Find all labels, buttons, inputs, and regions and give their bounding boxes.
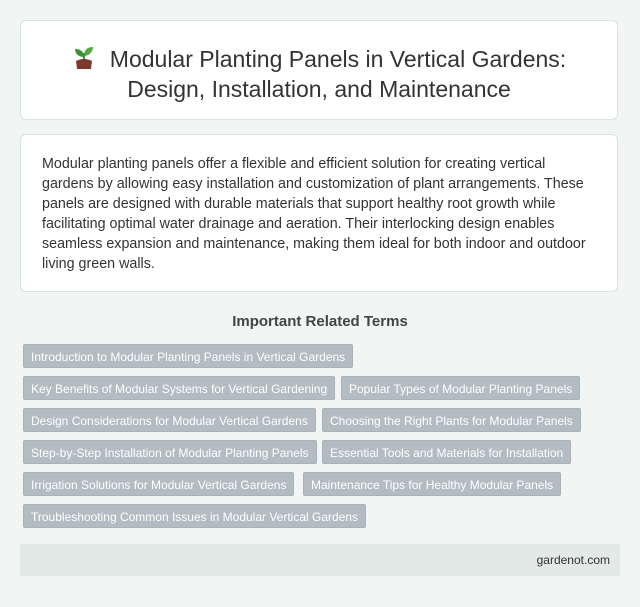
related-term-tag[interactable]: Key Benefits of Modular Systems for Vert…	[23, 376, 336, 400]
related-term-tag[interactable]: Essential Tools and Materials for Instal…	[322, 440, 572, 464]
intro-paragraph: Modular planting panels offer a flexible…	[42, 156, 586, 272]
sprout-icon	[74, 47, 93, 69]
related-term-tag[interactable]: Popular Types of Modular Planting Panels	[341, 376, 581, 400]
footer-site-link[interactable]: gardenot.com	[536, 553, 610, 567]
intro-card: Modular planting panels offer a flexible…	[20, 134, 618, 292]
related-term-tag[interactable]: Maintenance Tips for Healthy Modular Pan…	[303, 472, 562, 496]
related-terms-heading: Important Related Terms	[232, 313, 408, 330]
title-card: Modular Planting Panels in Vertical Gard…	[20, 20, 618, 120]
related-term-tag[interactable]: Step-by-Step Installation of Modular Pla…	[23, 440, 317, 464]
title-line-1: Modular Planting Panels in Vertical Gard…	[109, 46, 567, 72]
page-title: Modular Planting Panels in Vertical Gard…	[21, 44, 617, 104]
related-term-tag[interactable]: Design Considerations for Modular Vertic…	[23, 408, 316, 432]
title-line-2: Design, Installation, and Maintenance	[127, 76, 511, 102]
related-term-tag[interactable]: Irrigation Solutions for Modular Vertica…	[23, 472, 295, 496]
related-term-tag[interactable]: Choosing the Right Plants for Modular Pa…	[322, 408, 581, 432]
title-row: Modular Planting Panels in Vertical Gard…	[21, 44, 617, 104]
related-term-tag[interactable]: Introduction to Modular Planting Panels …	[23, 344, 354, 368]
related-term-tag[interactable]: Troubleshooting Common Issues in Modular…	[23, 504, 367, 528]
footer: gardenot.com	[20, 544, 620, 576]
